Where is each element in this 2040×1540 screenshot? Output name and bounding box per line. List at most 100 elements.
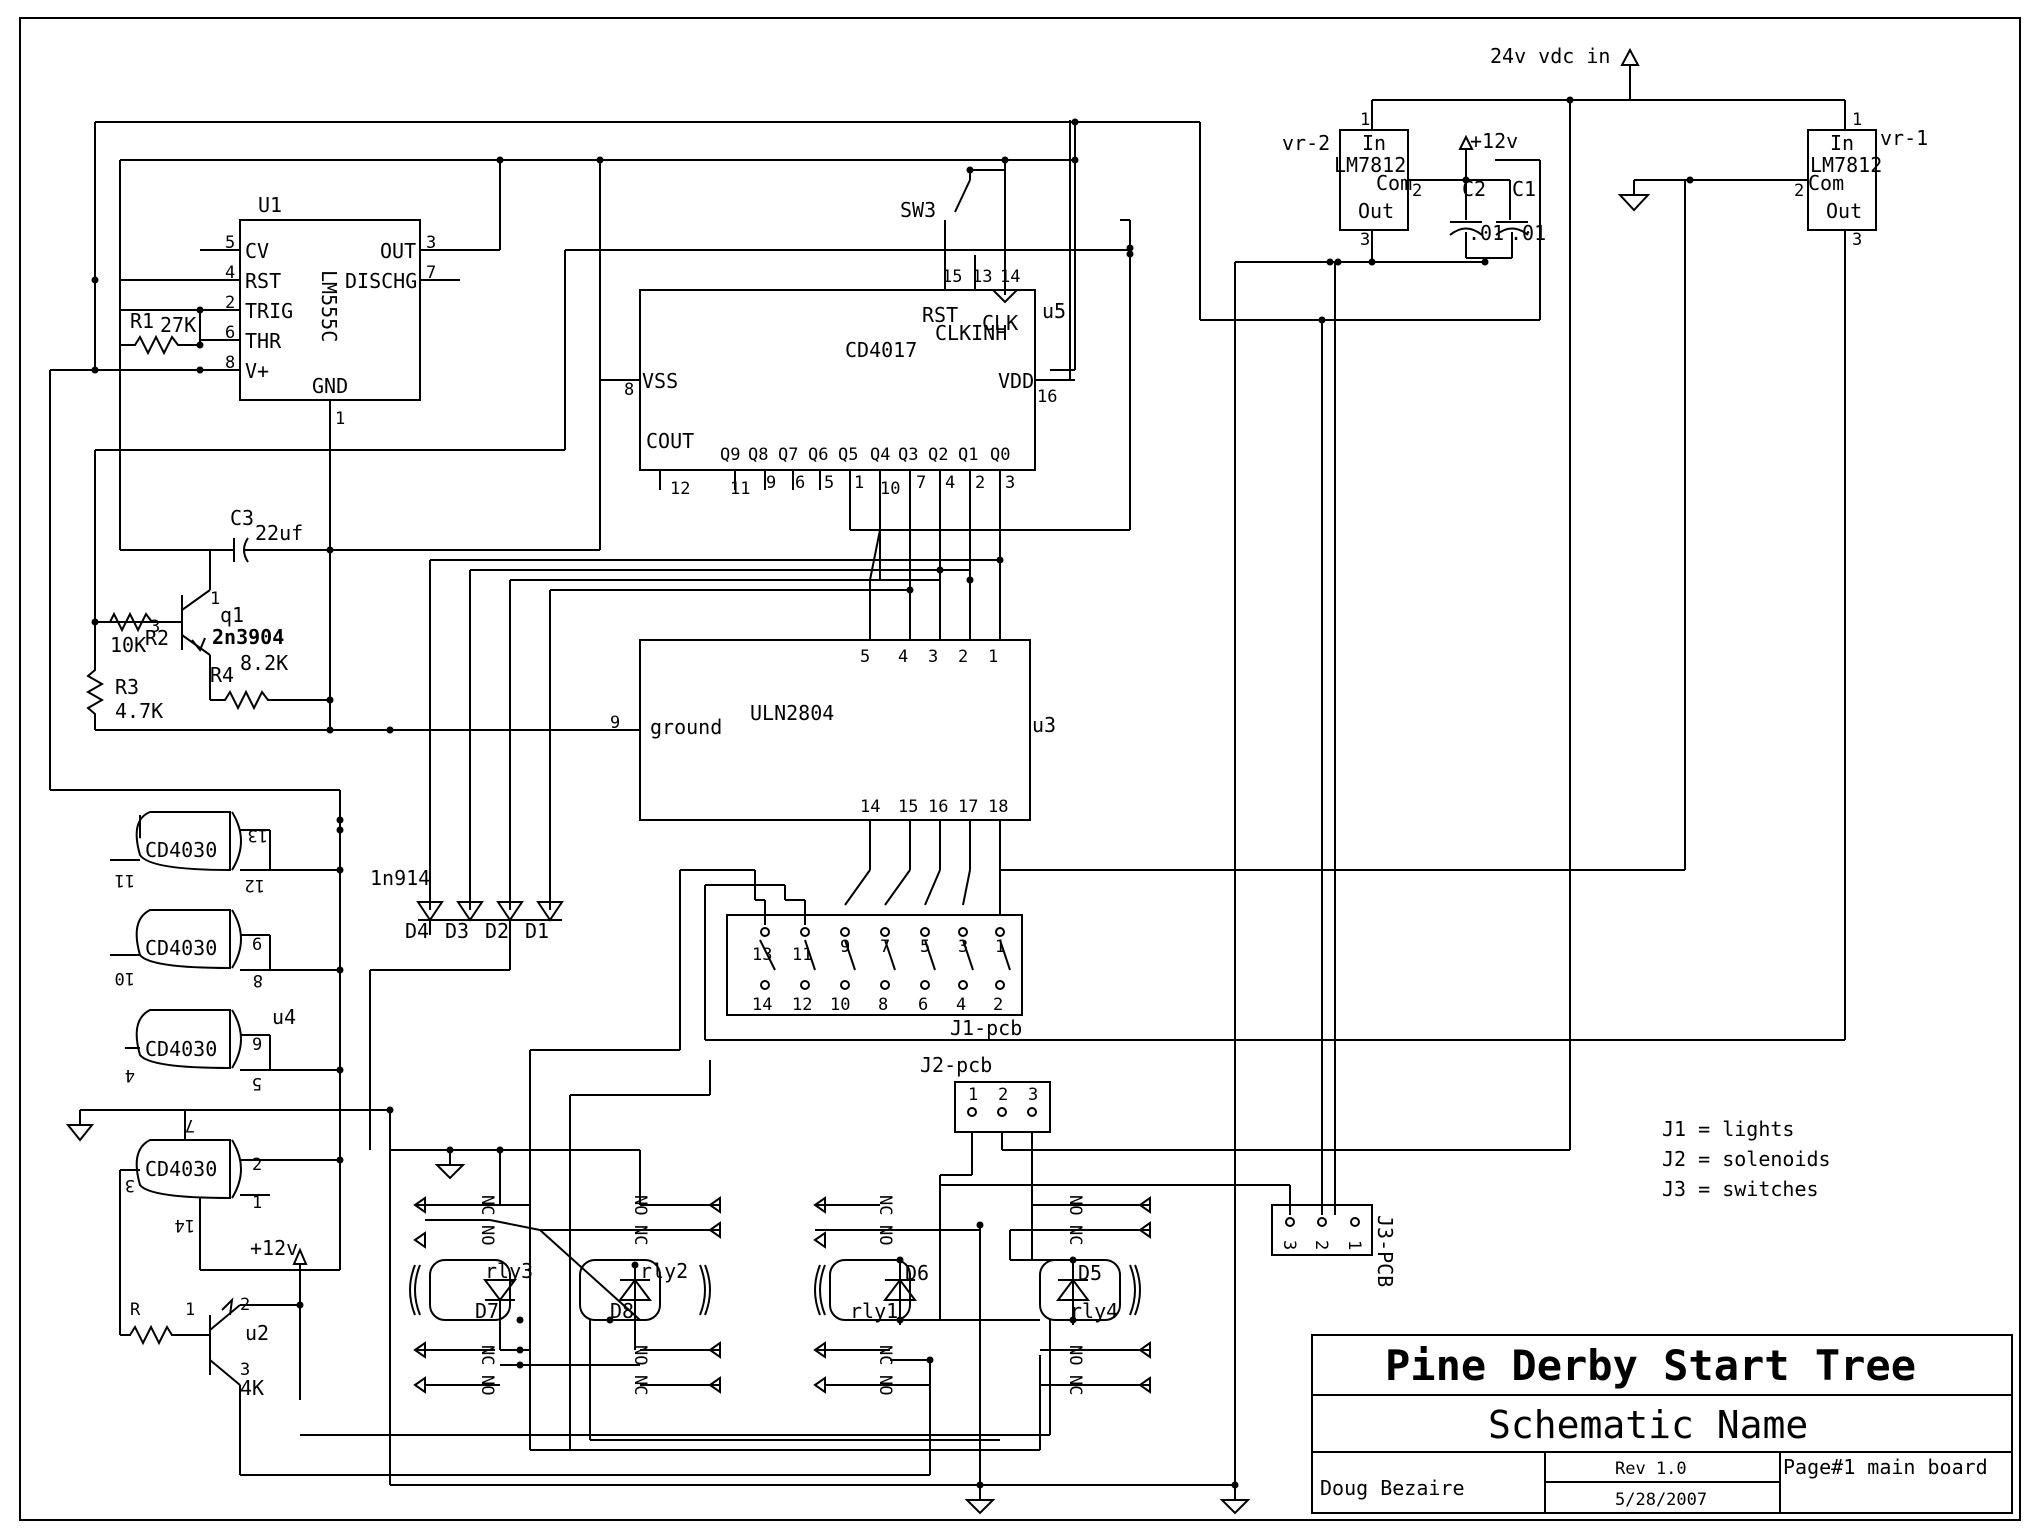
svg-text:CLKINH: CLKINH bbox=[935, 321, 1007, 345]
svg-text:Q7: Q7 bbox=[778, 445, 798, 465]
svg-text:3: 3 bbox=[928, 647, 938, 667]
svg-text:4: 4 bbox=[945, 473, 955, 493]
resistor-r1: R1 27K bbox=[119, 306, 204, 356]
svg-text:V+: V+ bbox=[245, 359, 269, 383]
svg-text:11: 11 bbox=[730, 479, 750, 499]
resistor-r4: R4 8.2K bbox=[210, 651, 334, 711]
svg-text:NO: NO bbox=[1065, 1345, 1085, 1365]
svg-text:1: 1 bbox=[968, 1085, 978, 1105]
svg-text:Q5: Q5 bbox=[838, 445, 858, 465]
svg-text:NC: NC bbox=[875, 1195, 895, 1215]
svg-text:+12v: +12v bbox=[250, 1236, 298, 1260]
svg-text:SW3: SW3 bbox=[900, 198, 936, 222]
svg-text:NC: NC bbox=[630, 1225, 650, 1245]
svg-text:5: 5 bbox=[225, 233, 235, 253]
svg-text:3: 3 bbox=[1279, 1240, 1299, 1250]
svg-text:1: 1 bbox=[1852, 110, 1862, 130]
svg-text:+12v: +12v bbox=[1470, 129, 1518, 153]
svg-text:Q3: Q3 bbox=[898, 445, 918, 465]
svg-text:3: 3 bbox=[1005, 473, 1015, 493]
svg-text:Q2: Q2 bbox=[928, 445, 948, 465]
switch-sw3: SW3 bbox=[900, 166, 1005, 290]
svg-text:J2-pcb: J2-pcb bbox=[920, 1053, 992, 1077]
svg-text:7: 7 bbox=[426, 263, 436, 283]
svg-text:D1: D1 bbox=[525, 919, 549, 943]
svg-text:2: 2 bbox=[993, 995, 1003, 1015]
ic-u3-uln2804: u3 ULN2804 ground 9 5 4 3 2 1 14 15 16 1… bbox=[610, 529, 1056, 906]
svg-text:DISCHG: DISCHG bbox=[345, 269, 417, 293]
svg-text:rly1: rly1 bbox=[850, 1299, 898, 1323]
regulator-vr-2: vr-2 In LM7812 Com Out 1 2 3 bbox=[1282, 110, 1422, 250]
svg-text:13: 13 bbox=[752, 945, 772, 965]
svg-text:9: 9 bbox=[766, 473, 776, 493]
svg-text:5: 5 bbox=[860, 647, 870, 667]
svg-text:6: 6 bbox=[225, 323, 235, 343]
regulator-vr-1: vr-1 In LM7812 Com Out 1 2 3 bbox=[1794, 110, 1928, 250]
svg-text:10: 10 bbox=[880, 479, 900, 499]
svg-text:9: 9 bbox=[252, 1035, 262, 1055]
svg-text:3: 3 bbox=[150, 617, 160, 637]
svg-text:vr-1: vr-1 bbox=[1880, 126, 1928, 150]
svg-text:J1-pcb: J1-pcb bbox=[950, 1016, 1022, 1040]
svg-text:6: 6 bbox=[918, 995, 928, 1015]
svg-text:CD4030: CD4030 bbox=[145, 1157, 217, 1181]
svg-text:7: 7 bbox=[880, 937, 890, 957]
svg-text:10: 10 bbox=[115, 968, 135, 988]
svg-text:1: 1 bbox=[1360, 110, 1370, 130]
svg-text:12: 12 bbox=[670, 479, 690, 499]
svg-text:C1: C1 bbox=[1512, 177, 1536, 201]
svg-text:12: 12 bbox=[245, 875, 265, 895]
title-text: Pine Derby Start Tree bbox=[1385, 1341, 1916, 1390]
svg-text:2n3904: 2n3904 bbox=[212, 625, 284, 649]
subtitle-text: Schematic Name bbox=[1488, 1403, 1808, 1447]
transistor-q1: 1 3 q1 2n3904 bbox=[110, 589, 284, 700]
svg-text:D5: D5 bbox=[1078, 1261, 1102, 1285]
xor-rail bbox=[49, 370, 344, 1270]
author-text: Doug Bezaire bbox=[1320, 1476, 1465, 1500]
svg-text:10: 10 bbox=[830, 995, 850, 1015]
svg-text:In: In bbox=[1362, 131, 1386, 155]
svg-text:2: 2 bbox=[975, 473, 985, 493]
svg-text:CD4030: CD4030 bbox=[145, 1037, 217, 1061]
svg-text:3: 3 bbox=[1360, 230, 1370, 250]
svg-text:8: 8 bbox=[878, 995, 888, 1015]
vr1-com-ground bbox=[1617, 176, 1808, 212]
svg-text:THR: THR bbox=[245, 329, 282, 353]
resistor-r3: R3 4.7K bbox=[85, 622, 640, 734]
svg-text:R1: R1 bbox=[130, 309, 154, 333]
ic-u1-lm555c: U1 LM555C CV RST TRIG THR V+ OUT DISCHG … bbox=[50, 193, 500, 730]
power-input: 24v vdc in bbox=[1371, 44, 1846, 130]
svg-text:2: 2 bbox=[998, 1085, 1008, 1105]
svg-text:16: 16 bbox=[928, 797, 948, 817]
svg-text:R4: R4 bbox=[210, 663, 234, 687]
legend-j2: J2 = solenoids bbox=[1662, 1147, 1831, 1171]
title-block: Pine Derby Start Tree Schematic Name Dou… bbox=[1311, 1334, 2013, 1514]
svg-text:Q6: Q6 bbox=[808, 445, 828, 465]
svg-text:14: 14 bbox=[752, 995, 772, 1015]
svg-text:9: 9 bbox=[610, 713, 620, 733]
svg-text:U1: U1 bbox=[258, 193, 282, 217]
resistor-r2: 10K R2 bbox=[91, 611, 169, 657]
svg-text:2: 2 bbox=[1794, 181, 1804, 201]
svg-text:In: In bbox=[1830, 131, 1854, 155]
svg-text:R2: R2 bbox=[145, 626, 169, 650]
svg-text:1n914: 1n914 bbox=[370, 866, 430, 890]
svg-text:Q8: Q8 bbox=[748, 445, 768, 465]
svg-text:4.7K: 4.7K bbox=[115, 699, 163, 723]
svg-text:CD4030: CD4030 bbox=[145, 936, 217, 960]
svg-text:4: 4 bbox=[125, 1065, 135, 1085]
diodes-d1-d4: 1n914 D4 D3 D2 D1 bbox=[369, 866, 564, 1150]
svg-text:J3-PCB: J3-PCB bbox=[1373, 1215, 1397, 1287]
rev-text: Rev 1.0 bbox=[1615, 1459, 1687, 1479]
svg-text:8: 8 bbox=[253, 970, 263, 990]
svg-text:D3: D3 bbox=[445, 919, 469, 943]
resistor-r-label: R bbox=[130, 1300, 141, 1320]
v12-rail-top: +12v bbox=[1200, 129, 1541, 321]
svg-text:6: 6 bbox=[795, 473, 805, 493]
svg-text:16: 16 bbox=[1037, 387, 1057, 407]
svg-text:7: 7 bbox=[185, 1115, 195, 1135]
svg-text:14: 14 bbox=[175, 1215, 195, 1235]
svg-text:1: 1 bbox=[988, 647, 998, 667]
svg-text:NC: NC bbox=[477, 1345, 497, 1365]
svg-text:VSS: VSS bbox=[642, 369, 678, 393]
